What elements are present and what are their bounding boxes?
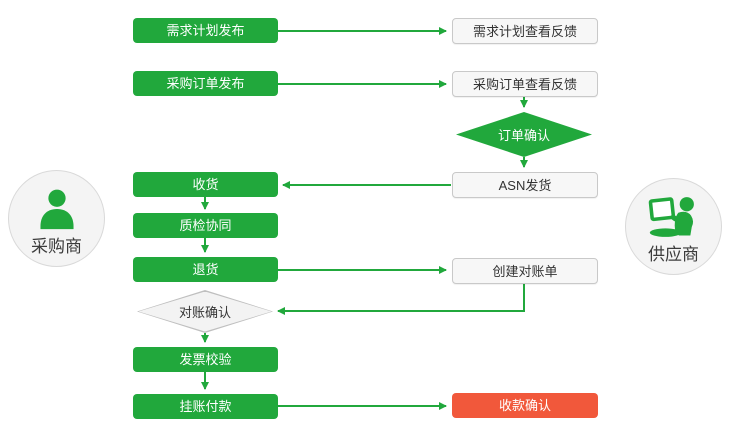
node-label: 挂账付款 bbox=[179, 399, 232, 414]
node-label: 对账确认 bbox=[178, 305, 231, 320]
node-label: 需求计划查看反馈 bbox=[472, 23, 577, 39]
node-label: 需求计划发布 bbox=[166, 23, 245, 38]
actor-label: 采购商 bbox=[31, 236, 82, 256]
node-label: 订单确认 bbox=[497, 128, 550, 143]
node-receipt-confirm: 收款确认 bbox=[452, 393, 598, 418]
diamond-statement-confirm: 对账确认 bbox=[137, 290, 273, 333]
diamond-order-confirm: 订单确认 bbox=[456, 112, 592, 157]
node-return-goods: 退货 bbox=[133, 257, 278, 282]
node-label: 收货 bbox=[192, 177, 219, 192]
node-label: 采购订单查看反馈 bbox=[472, 76, 577, 92]
actor-label: 供应商 bbox=[648, 244, 699, 264]
node-label: 退货 bbox=[192, 262, 219, 277]
actor-buyer: 采购商 bbox=[8, 170, 105, 267]
node-label: 创建对账单 bbox=[492, 263, 558, 279]
node-invoice-check: 发票校验 bbox=[133, 347, 278, 372]
node-label: 质检协同 bbox=[179, 218, 232, 233]
node-demand-plan-feedback: 需求计划查看反馈 bbox=[452, 18, 598, 44]
person-laptop-icon bbox=[648, 196, 694, 237]
node-create-statement: 创建对账单 bbox=[452, 258, 598, 284]
node-label: ASN发货 bbox=[498, 177, 552, 193]
person-icon bbox=[39, 189, 74, 229]
node-demand-plan-publish: 需求计划发布 bbox=[133, 18, 278, 43]
node-label: 收款确认 bbox=[498, 398, 551, 413]
node-asn-ship: ASN发货 bbox=[452, 172, 598, 198]
actor-supplier: 供应商 bbox=[625, 178, 722, 275]
node-po-publish: 采购订单发布 bbox=[133, 71, 278, 96]
connector-statement-to-confirm bbox=[277, 284, 525, 315]
node-quality-collab: 质检协同 bbox=[133, 213, 278, 238]
node-label: 发票校验 bbox=[179, 352, 232, 367]
node-pending-payment: 挂账付款 bbox=[133, 394, 278, 419]
node-receive-goods: 收货 bbox=[133, 172, 278, 197]
node-label: 采购订单发布 bbox=[166, 76, 245, 91]
node-po-feedback: 采购订单查看反馈 bbox=[452, 71, 598, 97]
